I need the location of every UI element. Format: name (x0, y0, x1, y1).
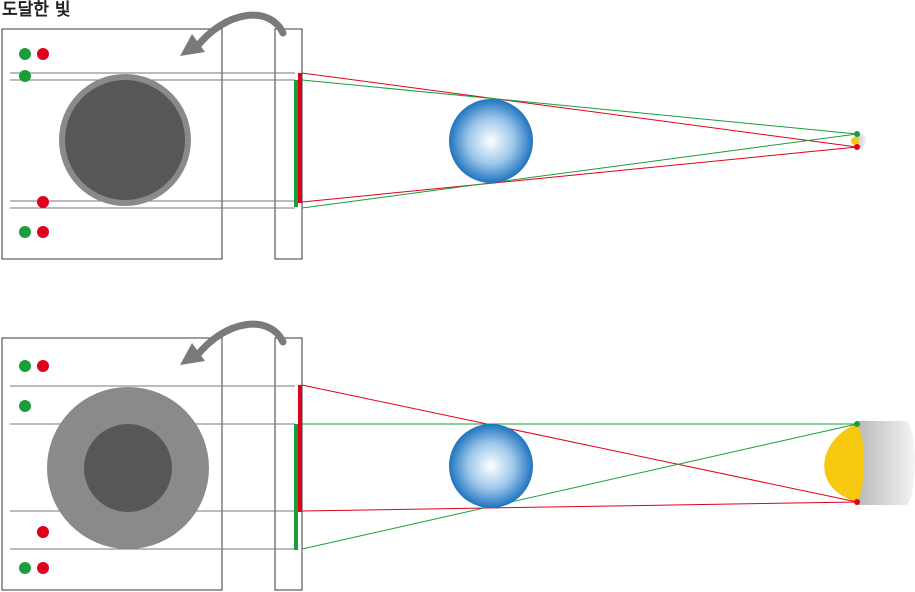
lens-icon (449, 424, 533, 508)
green-point (854, 421, 860, 427)
red-ray (301, 146, 858, 203)
green-ray (301, 79, 858, 135)
light-source-icon (856, 421, 915, 505)
curved-arrow-icon (192, 320, 287, 361)
red-dot (37, 226, 49, 238)
top-panel (1, 11, 866, 260)
bottom-inner-disc (84, 424, 172, 512)
top-green-bar (294, 80, 298, 207)
lens-icon (449, 99, 533, 183)
red-ray (301, 384, 858, 503)
red-dot (37, 360, 49, 372)
red-point (854, 144, 860, 150)
green-dot (19, 70, 31, 82)
red-dot (37, 48, 49, 60)
bottom-green-bar (294, 424, 298, 550)
green-point (854, 131, 860, 137)
green-dot (19, 48, 31, 60)
top-red-bar (298, 73, 302, 203)
green-ray (301, 423, 858, 550)
bottom-red-bar (298, 385, 302, 512)
yellow-half-disc (824, 423, 864, 502)
green-dot (19, 360, 31, 372)
green-dot (19, 562, 31, 574)
curved-arrow-icon (192, 11, 287, 52)
green-dot (19, 226, 31, 238)
red-point (854, 499, 860, 505)
red-dot (37, 196, 49, 208)
red-dot (37, 526, 49, 538)
curved-arrow-head (180, 343, 205, 365)
green-dot (19, 400, 31, 412)
diagram-title: 도달한 빛 (2, 0, 71, 20)
top-inner-disc (65, 80, 185, 200)
yellow-point (851, 137, 859, 145)
red-ray (301, 72, 858, 148)
green-ray (301, 133, 858, 209)
curved-arrow-head (180, 34, 205, 56)
bottom-panel (1, 320, 915, 591)
red-ray (301, 501, 858, 512)
red-dot (37, 562, 49, 574)
